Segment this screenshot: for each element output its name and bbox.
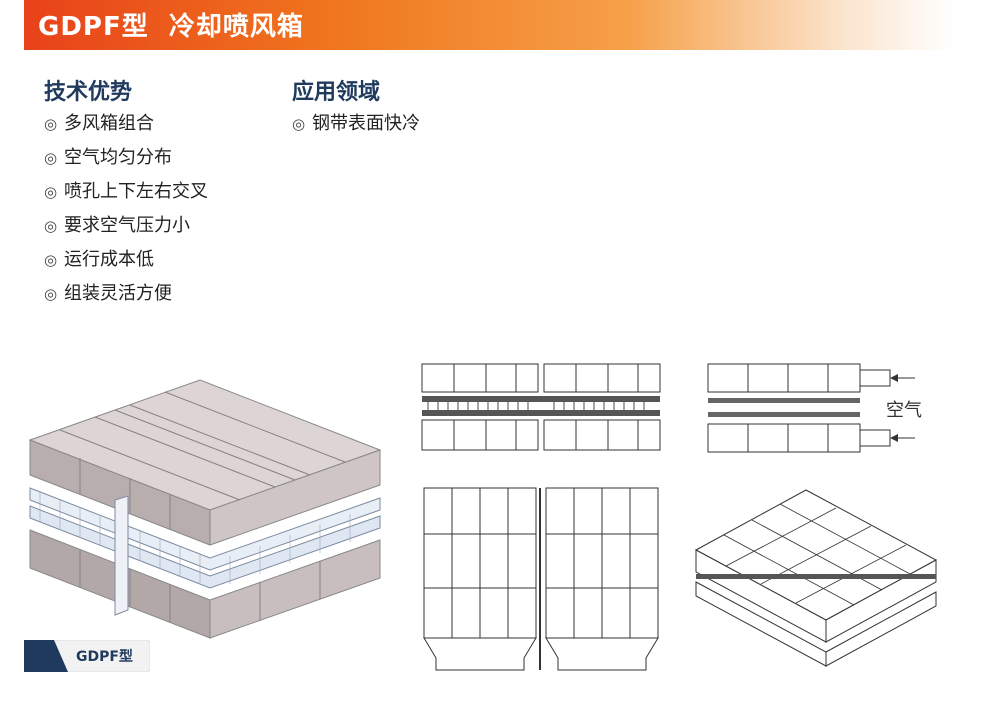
bullet-icon: ◎ [44, 285, 58, 303]
isometric-drawing [694, 489, 938, 667]
product-render-image [28, 379, 382, 639]
bullet-icon: ◎ [44, 115, 58, 133]
image-caption: GDPF型 [76, 649, 133, 665]
side-view-drawing [421, 363, 661, 451]
advantages-heading: 技术优势 [44, 80, 133, 105]
bullet-icon: ◎ [44, 217, 58, 235]
applications-heading: 应用领域 [292, 80, 381, 105]
bullet-icon: ◎ [44, 251, 58, 269]
applications-list: ◎钢带表面快冷 [292, 107, 420, 141]
list-item: ◎组装灵活方便 [44, 277, 208, 311]
list-item: ◎多风箱组合 [44, 107, 208, 141]
bullet-icon: ◎ [44, 149, 58, 167]
list-item: ◎钢带表面快冷 [292, 107, 420, 141]
bullet-icon: ◎ [44, 183, 58, 201]
bullet-icon: ◎ [292, 115, 306, 133]
plan-view-drawing [423, 487, 659, 671]
air-label: 空气 [886, 400, 922, 421]
title-banner: GDPF型 冷却喷风箱 [24, 0, 954, 50]
advantages-list: ◎多风箱组合 ◎空气均匀分布 ◎喷孔上下左右交叉 ◎要求空气压力小 ◎运行成本低… [44, 107, 208, 311]
list-item: ◎运行成本低 [44, 243, 208, 277]
front-view-drawing [707, 363, 915, 453]
list-item: ◎要求空气压力小 [44, 209, 208, 243]
list-item: ◎喷孔上下左右交叉 [44, 175, 208, 209]
list-item: ◎空气均匀分布 [44, 141, 208, 175]
page-title: GDPF型 冷却喷风箱 [38, 12, 304, 42]
image-caption-tag: GDPF型 [24, 640, 150, 672]
